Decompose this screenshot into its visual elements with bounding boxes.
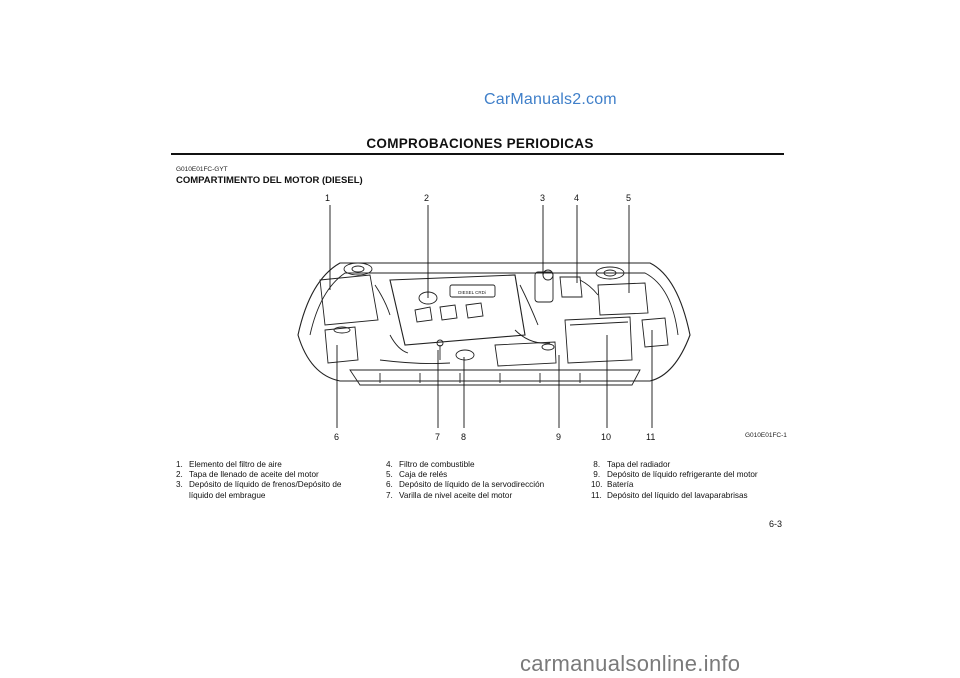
section-code: G010E01FC-GYT (176, 166, 228, 173)
legend-item-7: 7.Varilla de nivel aceite del motor (386, 490, 513, 500)
legend-item-5: 5.Caja de relés (386, 470, 448, 480)
callout-3: 3 (540, 193, 546, 203)
callout-2: 2 (424, 193, 430, 203)
callout-8: 8 (461, 432, 467, 442)
legend-item-9: 9.Depósito de líquido refrigerante del m… (591, 470, 758, 480)
legend-item-2: 2.Tapa de llenado de aceite del motor (176, 470, 319, 480)
callout-4: 4 (574, 193, 580, 203)
engine-illustration: DIESEL CRDi (297, 205, 691, 428)
legend-item-3: 3.Depósito de líquido de frenos/Depósito… (176, 480, 342, 490)
page-number: 6-3 (769, 519, 783, 529)
legend-column-2: 4.Filtro de combustible 5.Caja de relés … (386, 460, 544, 501)
figure-code: G010E01FC-1 (745, 432, 787, 439)
legend-item-4: 4.Filtro de combustible (386, 460, 475, 469)
section-heading: COMPARTIMENTO DEL MOTOR (DIESEL) (176, 175, 363, 186)
title-rule (171, 153, 784, 155)
callout-1: 1 (325, 193, 331, 203)
watermark-bottom: carmanualsonline.info (520, 651, 741, 676)
page-title: COMPROBACIONES PERIODICAS (366, 136, 594, 151)
callout-11: 11 (646, 432, 656, 442)
callout-7: 7 (435, 432, 441, 442)
callout-9: 9 (556, 432, 562, 442)
engine-compartment-figure: DIESEL CRDi (280, 185, 710, 450)
legend-item-1: 1.Elemento del filtro de aire (176, 460, 282, 469)
callout-5: 5 (626, 193, 632, 203)
callout-6: 6 (334, 432, 340, 442)
legend-item-11: 11.Depósito del líquido del lavaparabris… (591, 490, 748, 500)
legend-column-1: 1.Elemento del filtro de aire 2.Tapa de … (176, 460, 341, 501)
legend-column-3: 8.Tapa del radiador 9.Depósito de líquid… (591, 460, 758, 501)
watermark-top: CarManuals2.com (484, 91, 617, 108)
legend-item-8: 8.Tapa del radiador (591, 460, 671, 469)
engine-cover-label: DIESEL CRDi (458, 290, 486, 295)
legend-item-6: 6.Depósito de líquido de la servodirecci… (386, 480, 545, 490)
legend-item-3-continued: líquido del embrague (189, 490, 266, 500)
legend-item-10: 10.Batería (591, 480, 634, 490)
callout-10: 10 (601, 432, 612, 442)
